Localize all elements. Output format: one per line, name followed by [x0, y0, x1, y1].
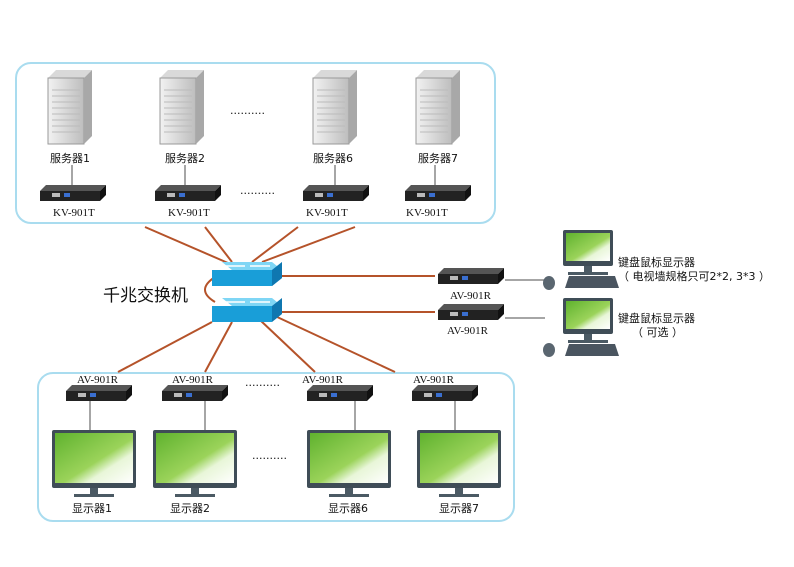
display-label: 显示器7 [439, 502, 479, 515]
cable [259, 319, 316, 373]
console-receiver-label: AV-901R [450, 290, 491, 302]
extender-label: KV-901T [53, 207, 95, 219]
extender-box-icon [438, 304, 504, 320]
server-label: 服务器7 [418, 152, 458, 165]
extender-box-icon [66, 385, 132, 401]
server-icon [312, 70, 357, 145]
extender-label: KV-901T [406, 207, 448, 219]
switch-bottom [212, 298, 282, 322]
monitor-icon [563, 230, 613, 275]
ellipsis: .......... [252, 449, 287, 462]
console-receiver-label: AV-901R [447, 325, 488, 337]
mouse-icon [543, 343, 555, 357]
cable [204, 226, 233, 263]
display-label: 显示器2 [170, 502, 210, 515]
monitor-icon [307, 430, 391, 497]
server-label: 服务器2 [165, 152, 205, 165]
server-icon [415, 70, 460, 145]
cable [274, 315, 396, 373]
console-label: 键盘鼠标显示器 [618, 312, 695, 325]
cable [261, 226, 356, 263]
receiver-label: AV-901R [302, 374, 343, 386]
console-note: （ 电视墙规格只可2*2, 3*3 ） [618, 270, 770, 283]
extender-box-icon [412, 385, 478, 401]
ellipsis: .......... [240, 184, 275, 197]
server-icon [159, 70, 204, 145]
keyboard-icon [565, 276, 619, 288]
display-label: 显示器6 [328, 502, 368, 515]
extender-box-icon [303, 185, 369, 201]
extender-box-icon [405, 185, 471, 201]
display-label: 显示器1 [72, 502, 112, 515]
receiver-label: AV-901R [413, 374, 454, 386]
receiver-label: AV-901R [172, 374, 213, 386]
ellipsis: .......... [245, 376, 280, 389]
cable [204, 321, 233, 373]
monitor-icon [563, 298, 613, 343]
receiver-label: AV-901R [77, 374, 118, 386]
switch-label: 千兆交换机 [103, 286, 188, 306]
extender-label: KV-901T [168, 207, 210, 219]
monitor-icon [52, 430, 136, 497]
extender-box-icon [438, 268, 504, 284]
switch-top [212, 262, 282, 286]
monitor-icon [417, 430, 501, 497]
cable [144, 226, 229, 264]
extender-box-icon [155, 185, 221, 201]
extender-box-icon [307, 385, 373, 401]
console-note: （ 可选 ） [632, 326, 683, 339]
extender-label: KV-901T [306, 207, 348, 219]
cables [117, 226, 435, 373]
ellipsis: .......... [230, 104, 265, 117]
extender-box-icon [162, 385, 228, 401]
server-label: 服务器6 [313, 152, 353, 165]
server-icon [47, 70, 92, 145]
cable [117, 321, 213, 373]
extender-box-icon [40, 185, 106, 201]
keyboard-icon [565, 344, 619, 356]
mouse-icon [543, 276, 555, 290]
monitor-icon [153, 430, 237, 497]
server-label: 服务器1 [50, 152, 90, 165]
cable [251, 226, 299, 263]
console-label: 键盘鼠标显示器 [618, 256, 695, 269]
